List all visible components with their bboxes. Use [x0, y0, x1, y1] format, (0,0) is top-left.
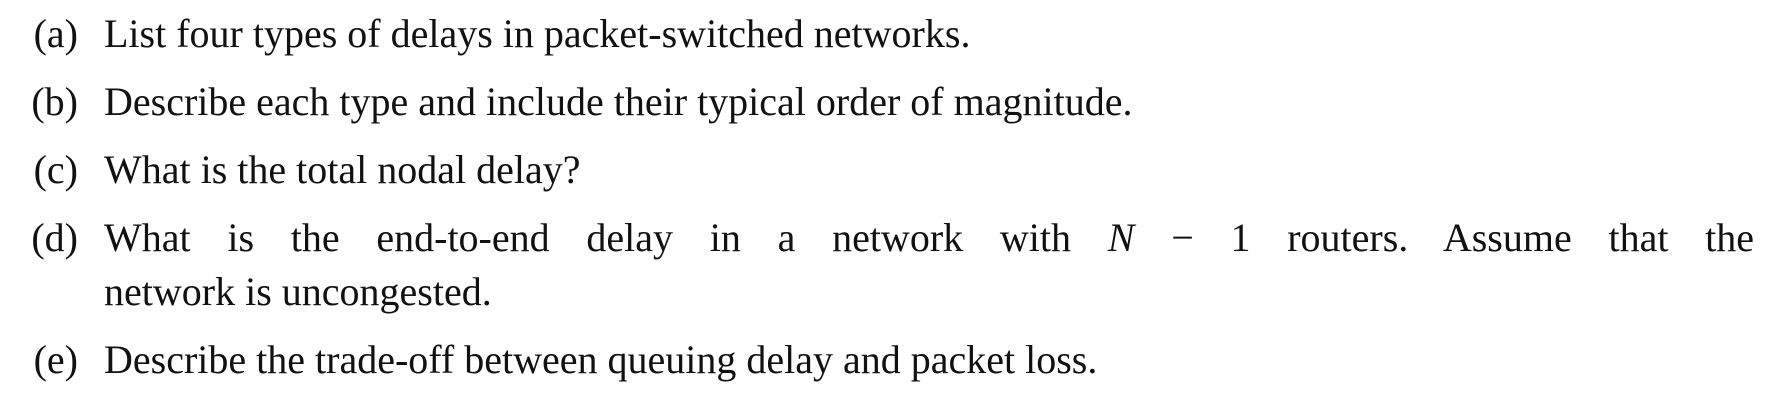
- question-text: List four types of delays in packet-swit…: [104, 11, 971, 56]
- question-text-part: What is the end-to-end delay in a networ…: [104, 215, 1071, 260]
- question-label: (c): [33, 147, 78, 192]
- math-expression: − 1: [1171, 215, 1251, 260]
- question-text-line-2: network is uncongested.: [104, 269, 492, 314]
- question-text: Describe the trade-off between queuing d…: [104, 337, 1098, 382]
- question-text: What is the total nodal delay?: [104, 147, 581, 192]
- question-label: (b): [31, 79, 78, 124]
- question-text: Describe each type and include their typ…: [104, 79, 1133, 124]
- question-text-line-1: What is the end-to-end delay in a networ…: [104, 218, 1754, 258]
- question-label: (d): [31, 215, 78, 260]
- question-label: (e): [33, 337, 78, 382]
- question-text-part: routers. Assume that the: [1287, 215, 1755, 260]
- math-variable: N: [1107, 215, 1135, 260]
- question-label: (a): [33, 11, 78, 56]
